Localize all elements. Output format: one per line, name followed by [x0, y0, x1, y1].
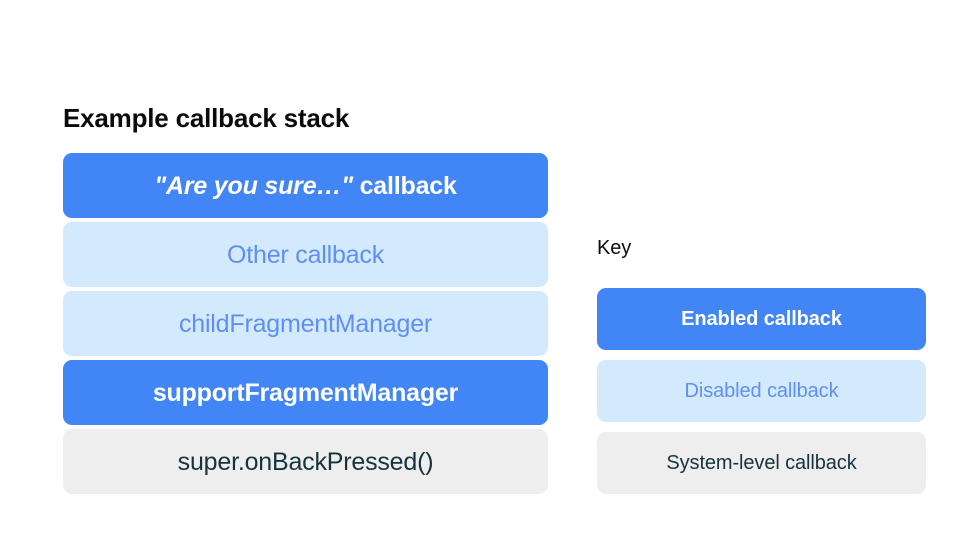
key-item-disabled-callback: Disabled callback	[597, 360, 926, 422]
stack-item-label: childFragmentManager	[178, 309, 433, 338]
key-item-label: Enabled callback	[681, 308, 842, 330]
stack-item-are-you-sure-callback: "Are you sure…" callback	[63, 153, 548, 218]
stack-item-support-fragment-manager: supportFragmentManager	[63, 360, 548, 425]
key-item-enabled-callback: Enabled callback	[597, 288, 926, 350]
stack-item-label-plain: callback	[352, 171, 457, 200]
key-item-label: Disabled callback	[684, 380, 839, 402]
key-legend-section: Key Enabled callback Disabled callback S…	[597, 236, 926, 504]
callback-stack-section: Example callback stack "Are you sure…" c…	[63, 103, 548, 498]
stack-item-label: super.onBackPressed()	[177, 447, 434, 476]
stack-item-label: supportFragmentManager	[152, 378, 459, 407]
stack-item-child-fragment-manager: childFragmentManager	[63, 291, 548, 356]
stack-item-label: "Are you sure…" callback	[154, 171, 457, 200]
stack-item-label: Other callback	[227, 240, 384, 269]
stack-item-other-callback: Other callback	[63, 222, 548, 287]
stack-item-super-on-back-pressed: super.onBackPressed()	[63, 429, 548, 494]
key-title: Key	[597, 237, 632, 259]
key-item-label: System-level callback	[666, 452, 857, 474]
key-item-system-level-callback: System-level callback	[597, 432, 926, 494]
stack-item-label-quoted: "Are you sure…"	[154, 171, 353, 200]
page-title: Example callback stack	[63, 103, 350, 133]
